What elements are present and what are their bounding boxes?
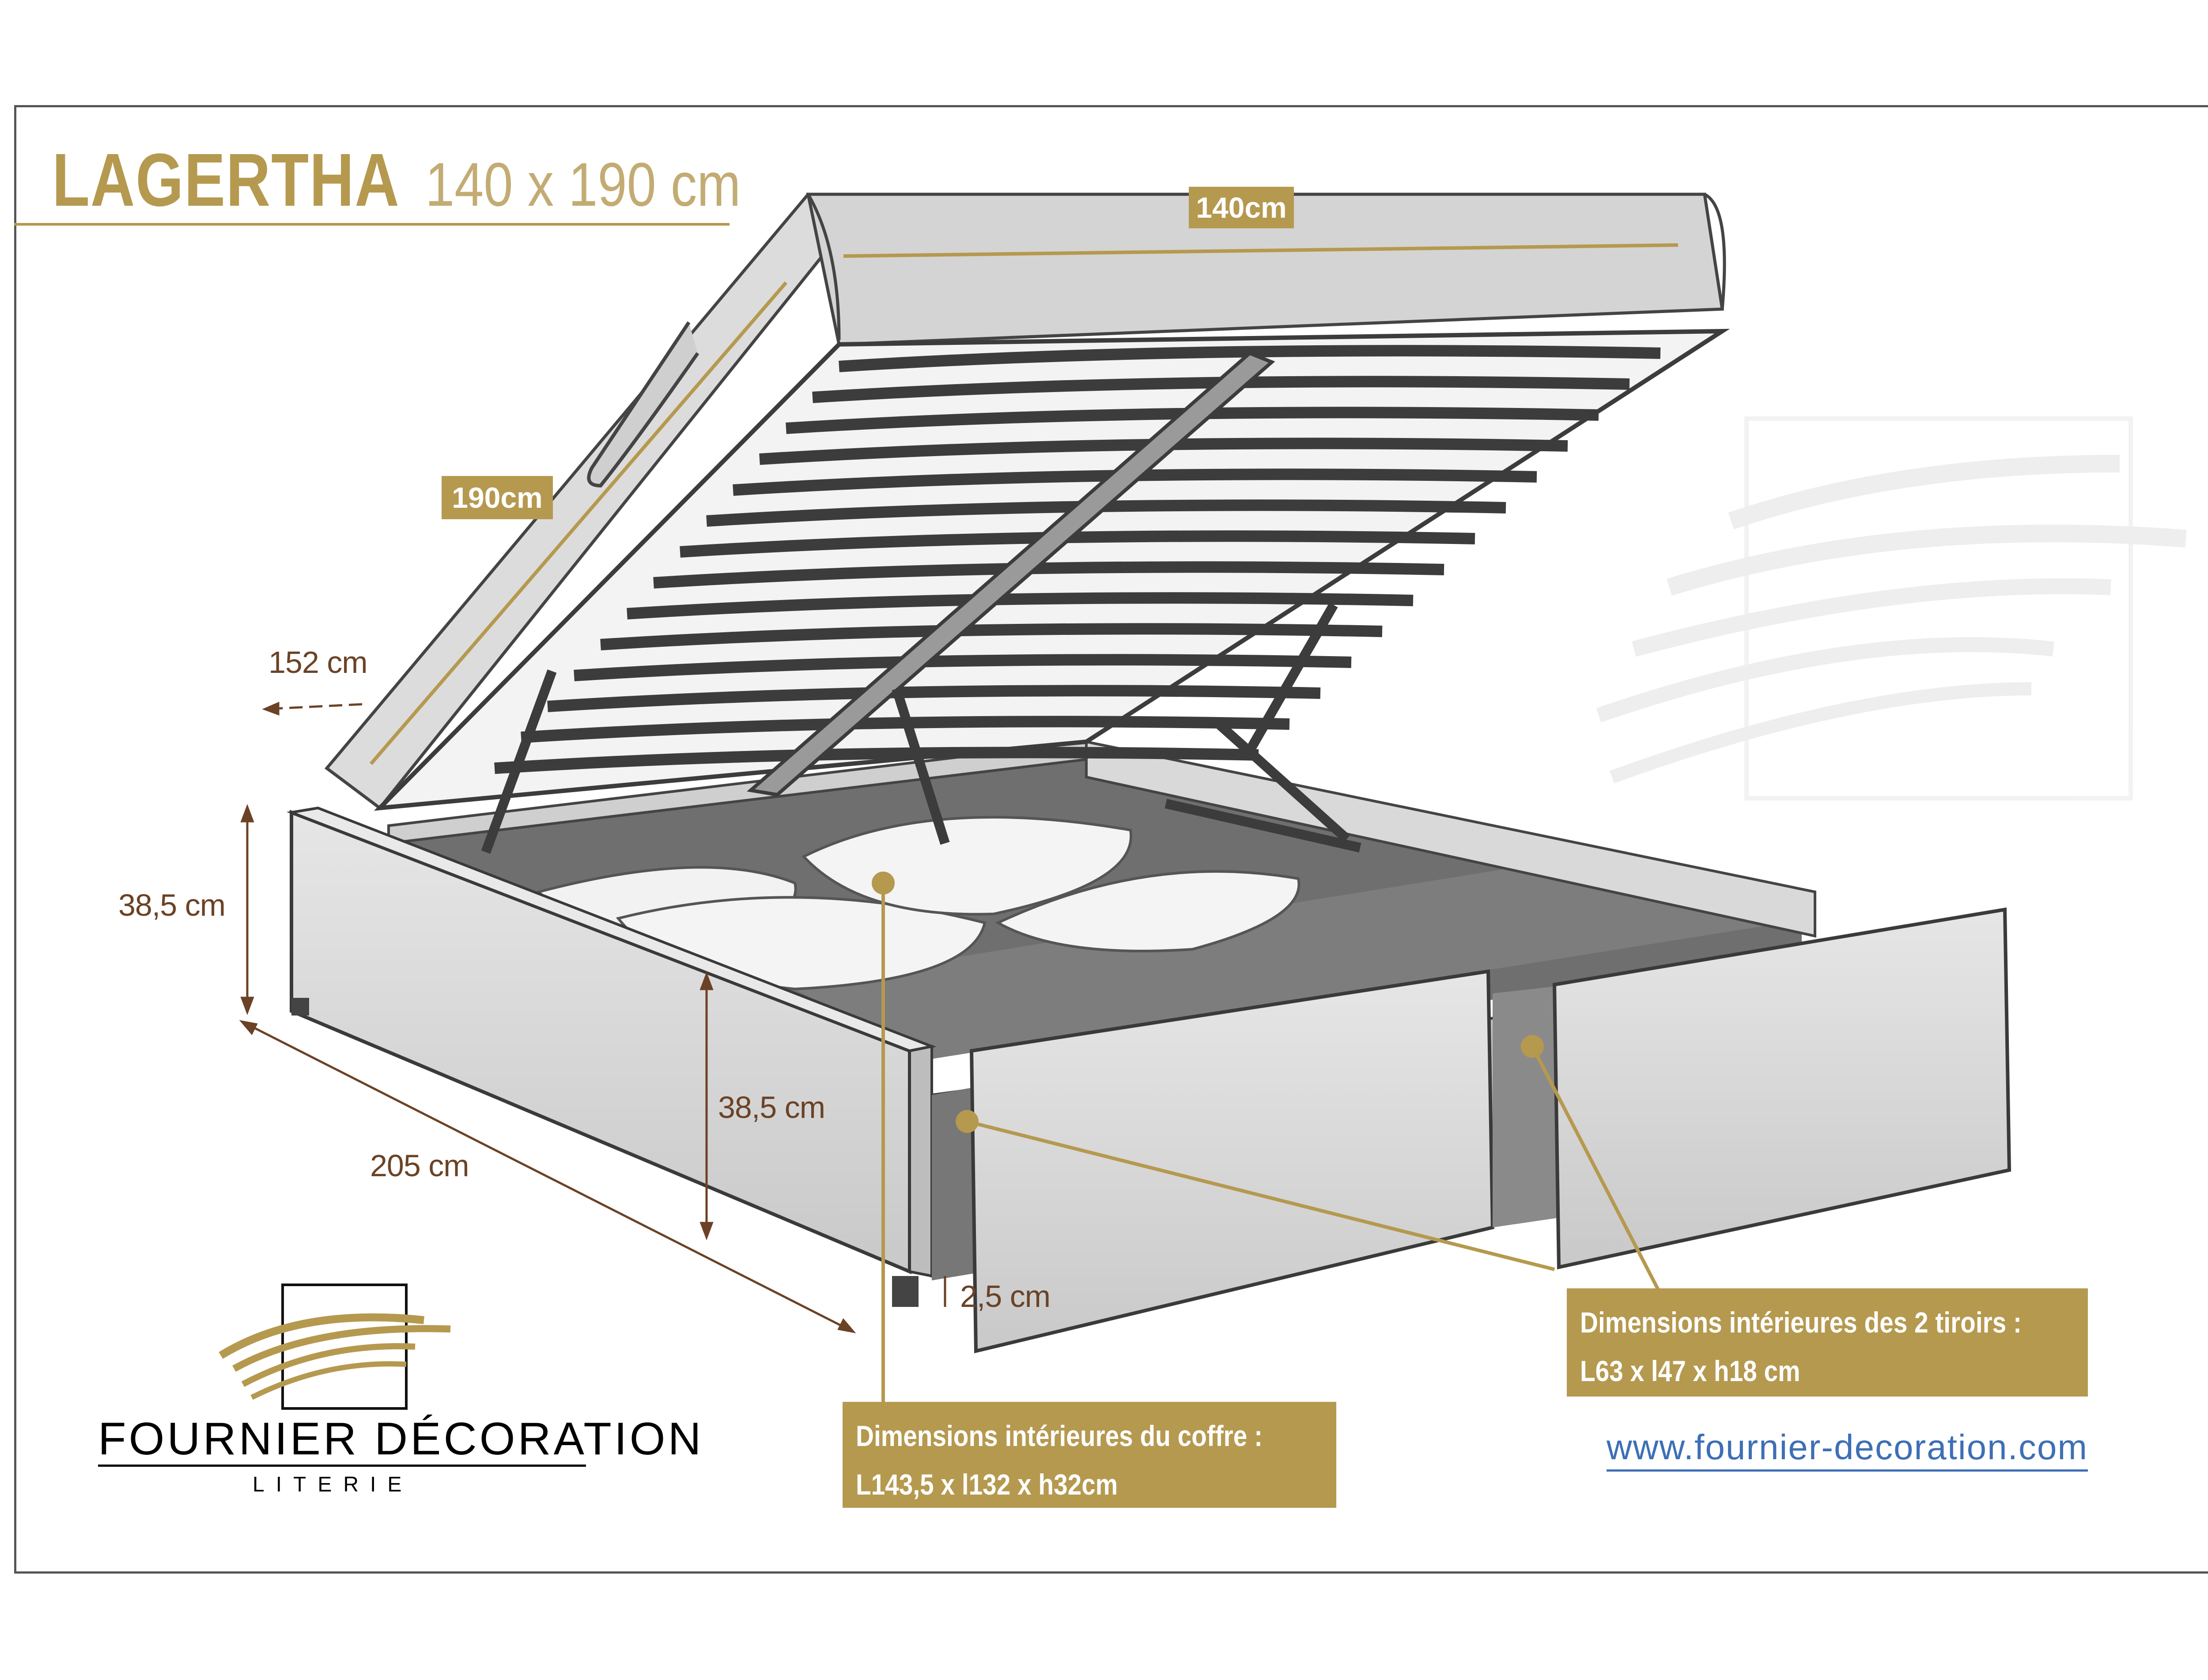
title-underline xyxy=(14,223,730,226)
label-feet-height: 2,5 cm xyxy=(960,1279,1051,1314)
trunk-info-title: Dimensions intérieures du coffre : xyxy=(856,1420,1263,1452)
drawer-right-front xyxy=(1552,907,2011,1269)
website-link[interactable]: www.fournier-decoration.com xyxy=(1607,1427,2088,1472)
product-name: LAGERTHA xyxy=(52,138,400,222)
product-size: 140 x 190 cm xyxy=(425,150,741,219)
lid-handle xyxy=(587,321,699,488)
brand-name: FOURNIER DÉCORATION xyxy=(98,1413,704,1465)
label-open-height: 152 cm xyxy=(268,645,368,680)
drawers-info-box: Dimensions intérieures des 2 tiroirs : L… xyxy=(1567,1288,2088,1397)
product-title: LAGERTHA 140 x 190 cm xyxy=(52,137,796,223)
slat-center-beam xyxy=(747,351,1275,797)
slats xyxy=(494,345,1661,774)
brand-logo-icon xyxy=(219,1284,451,1410)
base-front-corner xyxy=(908,1045,933,1278)
drawers-info-title: Dimensions intérieures des 2 tiroirs : xyxy=(1580,1306,2022,1339)
base-right-wall xyxy=(1085,740,1816,938)
label-height-front: 38,5 cm xyxy=(718,1090,825,1125)
label-length-top: 190cm xyxy=(442,476,553,519)
label-height-left: 38,5 cm xyxy=(118,888,226,922)
brand-underline xyxy=(98,1465,586,1467)
foot-front xyxy=(892,1276,919,1307)
trunk-info-box: Dimensions intérieures du coffre : L143,… xyxy=(843,1402,1336,1508)
label-width-top: 140cm xyxy=(1189,187,1294,228)
watermark-logo xyxy=(1596,416,2187,800)
gas-pistons xyxy=(481,602,1361,854)
outer-frame xyxy=(14,105,2208,1574)
storage-floor xyxy=(786,865,1784,1060)
brand-subtitle: LITERIE xyxy=(253,1473,413,1496)
label-length-bottom: 205 cm xyxy=(370,1148,469,1183)
foot-left xyxy=(291,998,309,1016)
trunk-info-value: L143,5 x l132 x h32cm xyxy=(856,1468,1118,1501)
drawers-info-value: L63 x l47 x h18 cm xyxy=(1580,1355,1800,1387)
